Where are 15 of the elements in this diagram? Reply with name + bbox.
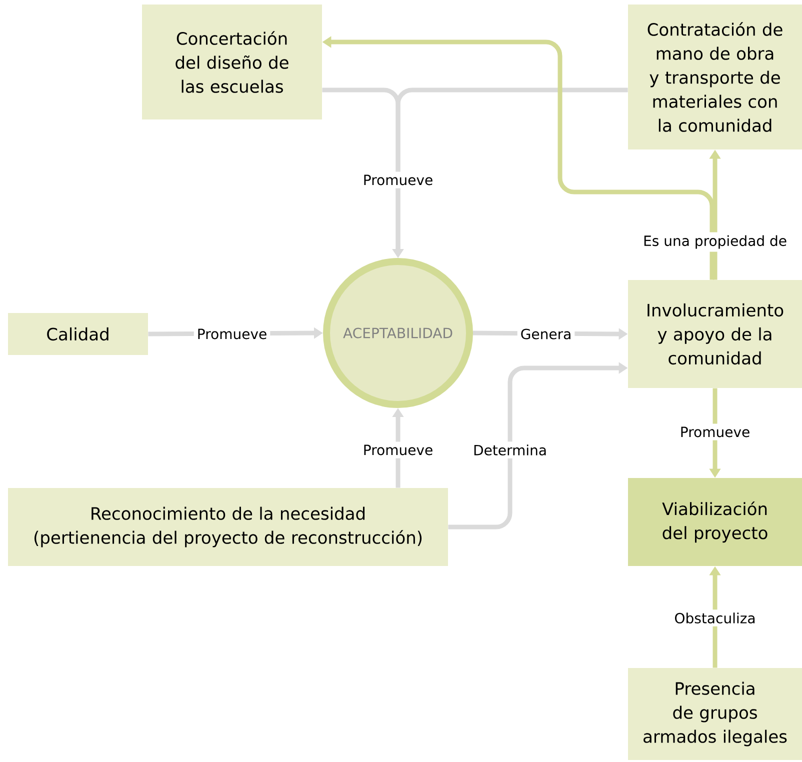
edge-label: Promueve <box>194 326 270 342</box>
concept-box: Calidad <box>8 313 148 355</box>
concept-box: Concertación del diseño de las escuelas <box>142 4 322 120</box>
concept-box: Involucramiento y apoyo de la comunidad <box>628 280 802 388</box>
concept-box: Presencia de grupos armados ilegales <box>628 668 802 760</box>
edge-label: Promueve <box>676 424 754 440</box>
concept-box: Contratación de mano de obra y transporte de materiales con la comunidad <box>628 4 802 150</box>
edge-label: Obstaculiza <box>671 610 759 626</box>
edge-label: Promueve <box>360 442 436 458</box>
concept-box: Viabilización del proyecto <box>628 478 802 566</box>
edge-label: Genera <box>517 326 575 342</box>
edge-label: Es una propiedad de <box>640 232 790 252</box>
edge-label: Promueve <box>360 172 436 188</box>
concept-box: Reconocimiento de la necesidad (pertienencia del proyecto de reconstrucción) <box>8 488 448 566</box>
edge-label: Determina <box>470 442 550 458</box>
